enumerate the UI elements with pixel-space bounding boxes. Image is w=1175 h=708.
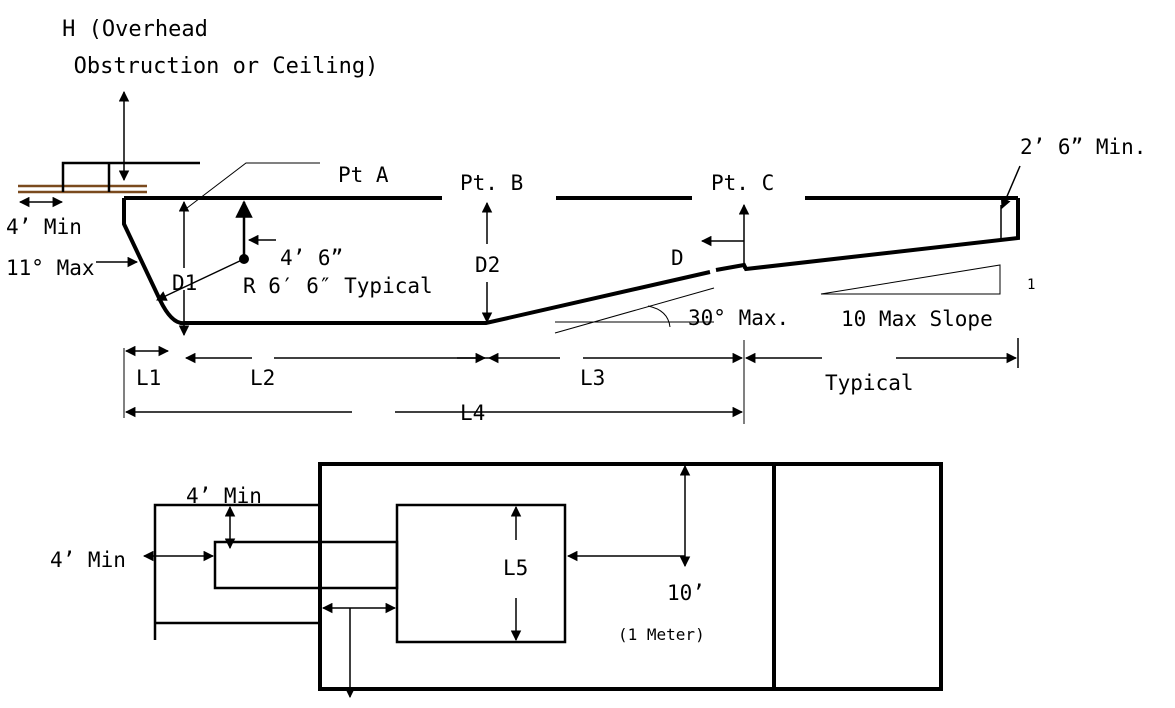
- angle-reference-line: [554, 287, 715, 334]
- overhead-label-line2: Obstruction or Ceiling): [74, 54, 379, 79]
- board-end-clearance-label: 4’ Min: [50, 548, 126, 572]
- point-c-label: Pt. C: [711, 171, 774, 195]
- diving-board: [18, 184, 147, 194]
- length-l2-label: L2: [250, 366, 275, 390]
- point-a-label: Pt A: [338, 163, 389, 187]
- diving-board-plan: [213, 540, 399, 590]
- pool-floor-profile-shallow: [715, 198, 1020, 272]
- length-l1-label: L1: [136, 366, 161, 390]
- transition-angle-label: 30° Max.: [688, 306, 789, 330]
- end-clearance-leader: [1000, 165, 1021, 209]
- diving-envelope-plan: [395, 503, 567, 644]
- radius-offset-label: 4’ 6”: [280, 246, 343, 270]
- depth-d-label: D: [671, 246, 684, 270]
- pool-floor-profile-deep: [122, 198, 711, 326]
- elevation-view: H (Overhead Obstruction or Ceiling) 4’ M…: [6, 17, 1146, 425]
- board-setback-label: 4’ Min: [6, 215, 82, 239]
- board-stand-outline: [61, 161, 200, 192]
- depth-d2-label: D2: [475, 253, 500, 277]
- overhead-label-line1: H (Overhead: [62, 17, 208, 42]
- wall-angle-label: 11° Max: [6, 256, 95, 280]
- slope-triangle: [820, 264, 1001, 295]
- pool-outline: [318, 462, 943, 691]
- board-side-clearance-label: 4’ Min: [186, 484, 262, 508]
- angle-arc: [647, 305, 671, 328]
- point-b-label: Pt. B: [460, 171, 523, 195]
- end-clearance-label: 2’ 6” Min.: [1020, 135, 1146, 159]
- length-l5-label: L5: [503, 556, 528, 580]
- point-a-leader: [186, 162, 320, 209]
- radius-label: R 6′ 6″ Typical: [243, 274, 433, 298]
- length-l3-label: L3: [580, 366, 605, 390]
- radius-arrow: [156, 258, 245, 301]
- board-stand-plan-outline: [153, 503, 319, 640]
- length-l4-label: L4: [460, 401, 485, 425]
- plan-view: 4’ Min 4’ Min L5 10’ (1 Meter): [50, 462, 943, 699]
- slope-rise-label: 1: [1027, 277, 1035, 293]
- typical-label: Typical: [825, 371, 914, 395]
- side-clearance-label: 10’: [667, 581, 705, 605]
- slope-label: 10 Max Slope: [841, 307, 993, 331]
- side-clearance-metric-label: (1 Meter): [618, 625, 705, 644]
